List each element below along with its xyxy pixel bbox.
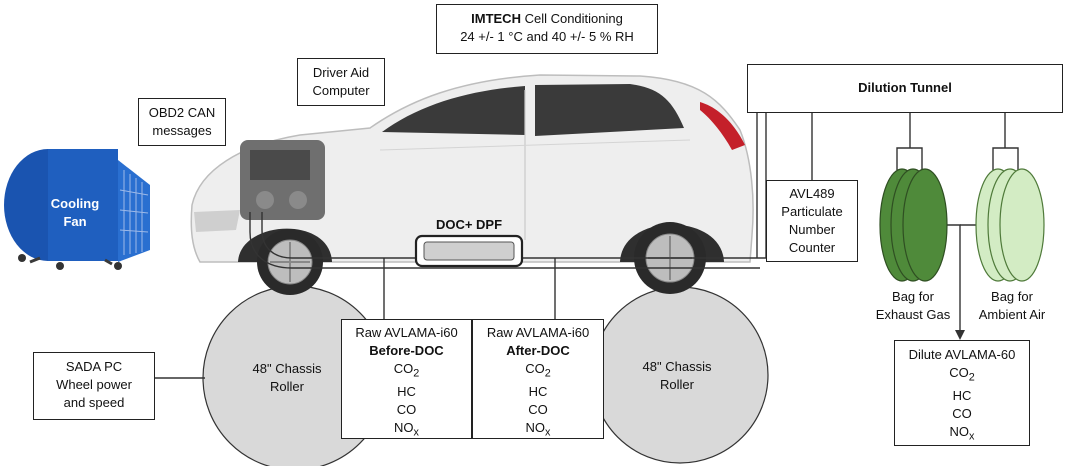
sada-line2: Wheel power: [56, 377, 132, 392]
pn-line2: Particulate: [781, 204, 843, 219]
driver-aid-line2: Computer: [312, 83, 370, 98]
sada-line1: SADA PC: [65, 359, 123, 374]
after-species-hc: HC: [528, 383, 548, 399]
cell-title: Cell Conditioning: [520, 11, 623, 26]
before-species-nox: NOx: [394, 419, 419, 439]
obd2-line2: messages: [152, 123, 212, 138]
after-species-co2: CO2: [525, 361, 551, 380]
ambient-bag-icon: [975, 168, 1045, 282]
before-species-co: CO: [396, 401, 417, 417]
before-line1: Raw AVLAMA-i60: [355, 325, 458, 340]
cell-brand: IMTECH: [471, 11, 521, 26]
dilute-line1: Dilute AVLAMA-60: [908, 347, 1016, 362]
driver-aid-box: Driver Aid Computer: [297, 58, 385, 106]
before-line2: Before-DOC: [369, 343, 444, 358]
exhaust-bag-line1: Bag for: [892, 289, 934, 304]
driver-aid-line1: Driver Aid: [312, 65, 370, 80]
fan-line1: Cooling: [50, 196, 100, 211]
right-roller-line2: Roller: [660, 377, 694, 392]
doc-dpf-icon: [414, 234, 524, 268]
obd2-box: OBD2 CAN messages: [138, 98, 226, 146]
analyzer-dilute-box: Dilute AVLAMA-60 CO2 HC CO NOx: [894, 340, 1030, 446]
pn-line1: AVL489: [789, 186, 835, 201]
exhaust-bag-icon: [879, 168, 948, 282]
left-roller-line1: 48" Chassis: [252, 361, 322, 376]
left-roller-line2: Roller: [270, 379, 304, 394]
sada-line3: and speed: [63, 395, 125, 410]
pn-line4: Counter: [788, 240, 836, 255]
after-line2: After-DOC: [506, 343, 570, 358]
dilute-species-nox: NOx: [949, 423, 975, 443]
after-line1: Raw AVLAMA-i60: [486, 325, 590, 340]
cooling-fan-label: Cooling Fan: [40, 195, 110, 231]
right-roller-line1: 48" Chassis: [642, 359, 712, 374]
ambient-bag-line2: Ambient Air: [978, 307, 1046, 322]
pn-line3: Number: [788, 222, 836, 237]
cell-conditioning-box: IMTECH Cell Conditioning 24 +/- 1 °C and…: [436, 4, 658, 54]
cell-conditions: 24 +/- 1 °C and 40 +/- 5 % RH: [460, 29, 634, 44]
analyzer-after-doc-box: Raw AVLAMA-i60 After-DOC CO2 HC CO NOx: [472, 319, 604, 439]
dilution-tunnel-label: Dilution Tunnel: [858, 80, 952, 95]
after-species-co: CO: [528, 401, 548, 417]
pn-counter-box: AVL489 Particulate Number Counter: [766, 180, 858, 262]
fan-line2: Fan: [63, 214, 87, 229]
exhaust-pipe-outer: [261, 112, 767, 259]
obd2-line1: OBD2 CAN: [148, 105, 216, 120]
after-species-nox: NOx: [525, 419, 551, 439]
before-species-hc: HC: [397, 383, 416, 399]
analyzer-before-doc-box: Raw AVLAMA-i60 Before-DOC CO2 HC CO NOx: [341, 319, 472, 439]
cooling-fan-icon: [4, 149, 150, 270]
dilution-tunnel-box: Dilution Tunnel: [747, 64, 1063, 113]
exhaust-bag-label: Bag for Exhaust Gas: [858, 288, 968, 324]
dilute-species-co: CO: [952, 405, 972, 421]
arrow-head-icon: [955, 330, 965, 340]
ambient-bag-label: Bag for Ambient Air: [958, 288, 1066, 324]
dilute-species-hc: HC: [952, 387, 972, 403]
doc-dpf-label: DOC+ DPF: [435, 217, 503, 232]
left-roller-label: 48" Chassis Roller: [232, 360, 342, 396]
sada-pc-box: SADA PC Wheel power and speed: [33, 352, 155, 420]
dilute-species-co2: CO2: [949, 365, 975, 384]
right-roller-label: 48" Chassis Roller: [622, 358, 732, 394]
exhaust-bag-line2: Exhaust Gas: [875, 307, 951, 322]
ambient-bag-line1: Bag for: [991, 289, 1033, 304]
before-species-co2: CO2: [393, 361, 420, 380]
car-icon: [190, 74, 754, 295]
